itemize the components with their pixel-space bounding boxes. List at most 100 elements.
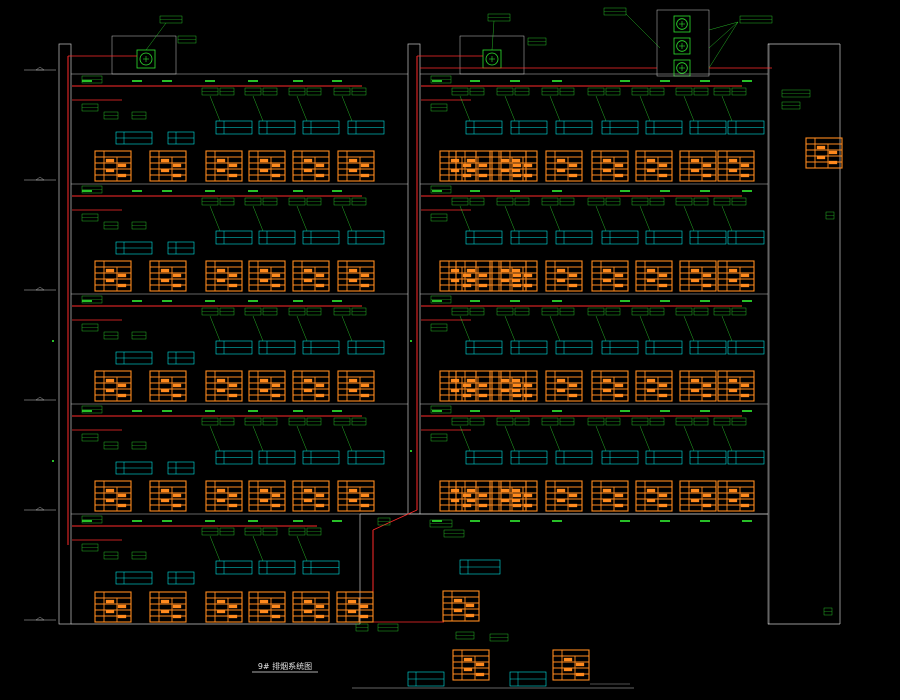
outlet-box-fill — [216, 158, 226, 163]
outlet-box-fill — [690, 158, 700, 163]
smoke-outlet-box — [591, 260, 629, 292]
outlet-box-fill — [523, 393, 533, 398]
outlet-box-frame — [805, 137, 843, 169]
outlet-box-fill — [450, 388, 460, 393]
equipment-tag — [377, 517, 391, 526]
leader — [683, 315, 695, 342]
outlet-box-fill — [117, 503, 127, 508]
annotation-mark — [660, 80, 670, 82]
outlet-box-fill — [828, 150, 838, 155]
equipment-tag — [496, 307, 514, 316]
level-triangle — [35, 66, 45, 71]
leader — [341, 315, 353, 342]
outlet-box-fill — [602, 168, 612, 173]
outlet-box-fill — [259, 388, 269, 393]
outlet-box-fill — [271, 273, 281, 278]
equipment-tag — [377, 623, 399, 632]
smoke-outlet-box — [717, 480, 755, 512]
outlet-box-fill — [602, 268, 612, 273]
equipment-tag — [541, 87, 559, 96]
outlet-box-fill — [105, 488, 115, 493]
annotation-mark — [510, 190, 520, 192]
outlet-box-fill — [478, 173, 488, 178]
smoke-outlet-box — [442, 590, 480, 622]
outlet-box-fill — [602, 488, 612, 493]
leader — [683, 95, 695, 122]
annotation-mark — [162, 300, 172, 302]
leader — [639, 315, 651, 342]
annotation-mark — [293, 190, 303, 192]
outlet-box-fill — [172, 173, 182, 178]
outlet-box-fill — [216, 599, 226, 604]
outlet-box-frame — [337, 480, 375, 512]
outlet-box-fill — [462, 163, 472, 168]
annotation-mark — [470, 410, 480, 412]
annotation-mark — [470, 80, 480, 82]
equipment-tag — [81, 75, 103, 84]
floor-branch-group — [72, 515, 340, 623]
equipment-tag — [131, 221, 147, 230]
equipment-tag — [631, 417, 649, 426]
equipment-tag — [781, 89, 811, 98]
outlet-box-fill — [740, 383, 750, 388]
outlet-box-frame — [292, 591, 330, 623]
outlet-box-fill — [556, 488, 566, 493]
outlet-box-fill — [172, 163, 182, 168]
smoke-outlet-box — [94, 370, 132, 402]
smoke-outlet-box — [591, 150, 629, 182]
equipment-schedule-box — [601, 340, 639, 355]
equipment-schedule-box — [215, 560, 253, 575]
outlet-box-fill — [690, 268, 700, 273]
outlet-box-fill — [160, 268, 170, 273]
leader — [459, 95, 471, 122]
equipment-tag — [451, 87, 469, 96]
outlet-box-fill — [690, 278, 700, 283]
outlet-box-frame — [292, 260, 330, 292]
equipment-tag — [201, 527, 219, 536]
equipment-tag — [455, 631, 475, 640]
outlet-box-fill — [500, 378, 510, 383]
bottom-riser-link — [372, 509, 418, 531]
outlet-box-fill — [512, 163, 522, 168]
outlet-box-fill — [172, 283, 182, 288]
equipment-tag — [541, 307, 559, 316]
annotation-mark — [82, 520, 92, 522]
outlet-box-fill — [568, 283, 578, 288]
equipment-tag — [605, 307, 621, 316]
smoke-outlet-box — [149, 260, 187, 292]
outlet-box-fill — [303, 278, 313, 283]
equipment-tag — [306, 307, 322, 316]
outlet-box-fill — [228, 273, 238, 278]
outlet-box-fill — [466, 378, 476, 383]
outlet-box-fill — [259, 488, 269, 493]
outlet-box-fill — [172, 493, 182, 498]
outlet-box-fill — [160, 378, 170, 383]
smoke-outlet-box — [679, 370, 717, 402]
outlet-box-fill — [117, 614, 127, 619]
annotation-mark — [162, 80, 172, 82]
equipment-schedule-box — [510, 120, 548, 135]
equipment-schedule-box — [601, 450, 639, 465]
floor-branches — [72, 75, 765, 623]
annotation-mark — [470, 300, 480, 302]
annotation-mark — [432, 520, 442, 522]
equipment-tag — [587, 417, 605, 426]
annotation-mark — [132, 80, 142, 82]
outlet-box-fill — [614, 393, 624, 398]
smoke-outlet-box — [149, 480, 187, 512]
equipment-tag — [430, 103, 448, 112]
leader — [549, 425, 561, 452]
equipment-tag — [469, 197, 485, 206]
annotation-mark — [510, 520, 520, 522]
outlet-box-frame — [717, 480, 755, 512]
equipment-tag — [514, 87, 530, 96]
outlet-box-fill — [160, 158, 170, 163]
equipment-tag — [496, 87, 514, 96]
outlet-box-fill — [271, 503, 281, 508]
equipment-tag — [693, 417, 709, 426]
equipment-tag — [131, 331, 147, 340]
annotation-mark — [432, 80, 442, 82]
smoke-outlet-box — [489, 260, 527, 292]
equipment-schedule-box — [167, 131, 195, 145]
outlet-box-fill — [478, 163, 488, 168]
